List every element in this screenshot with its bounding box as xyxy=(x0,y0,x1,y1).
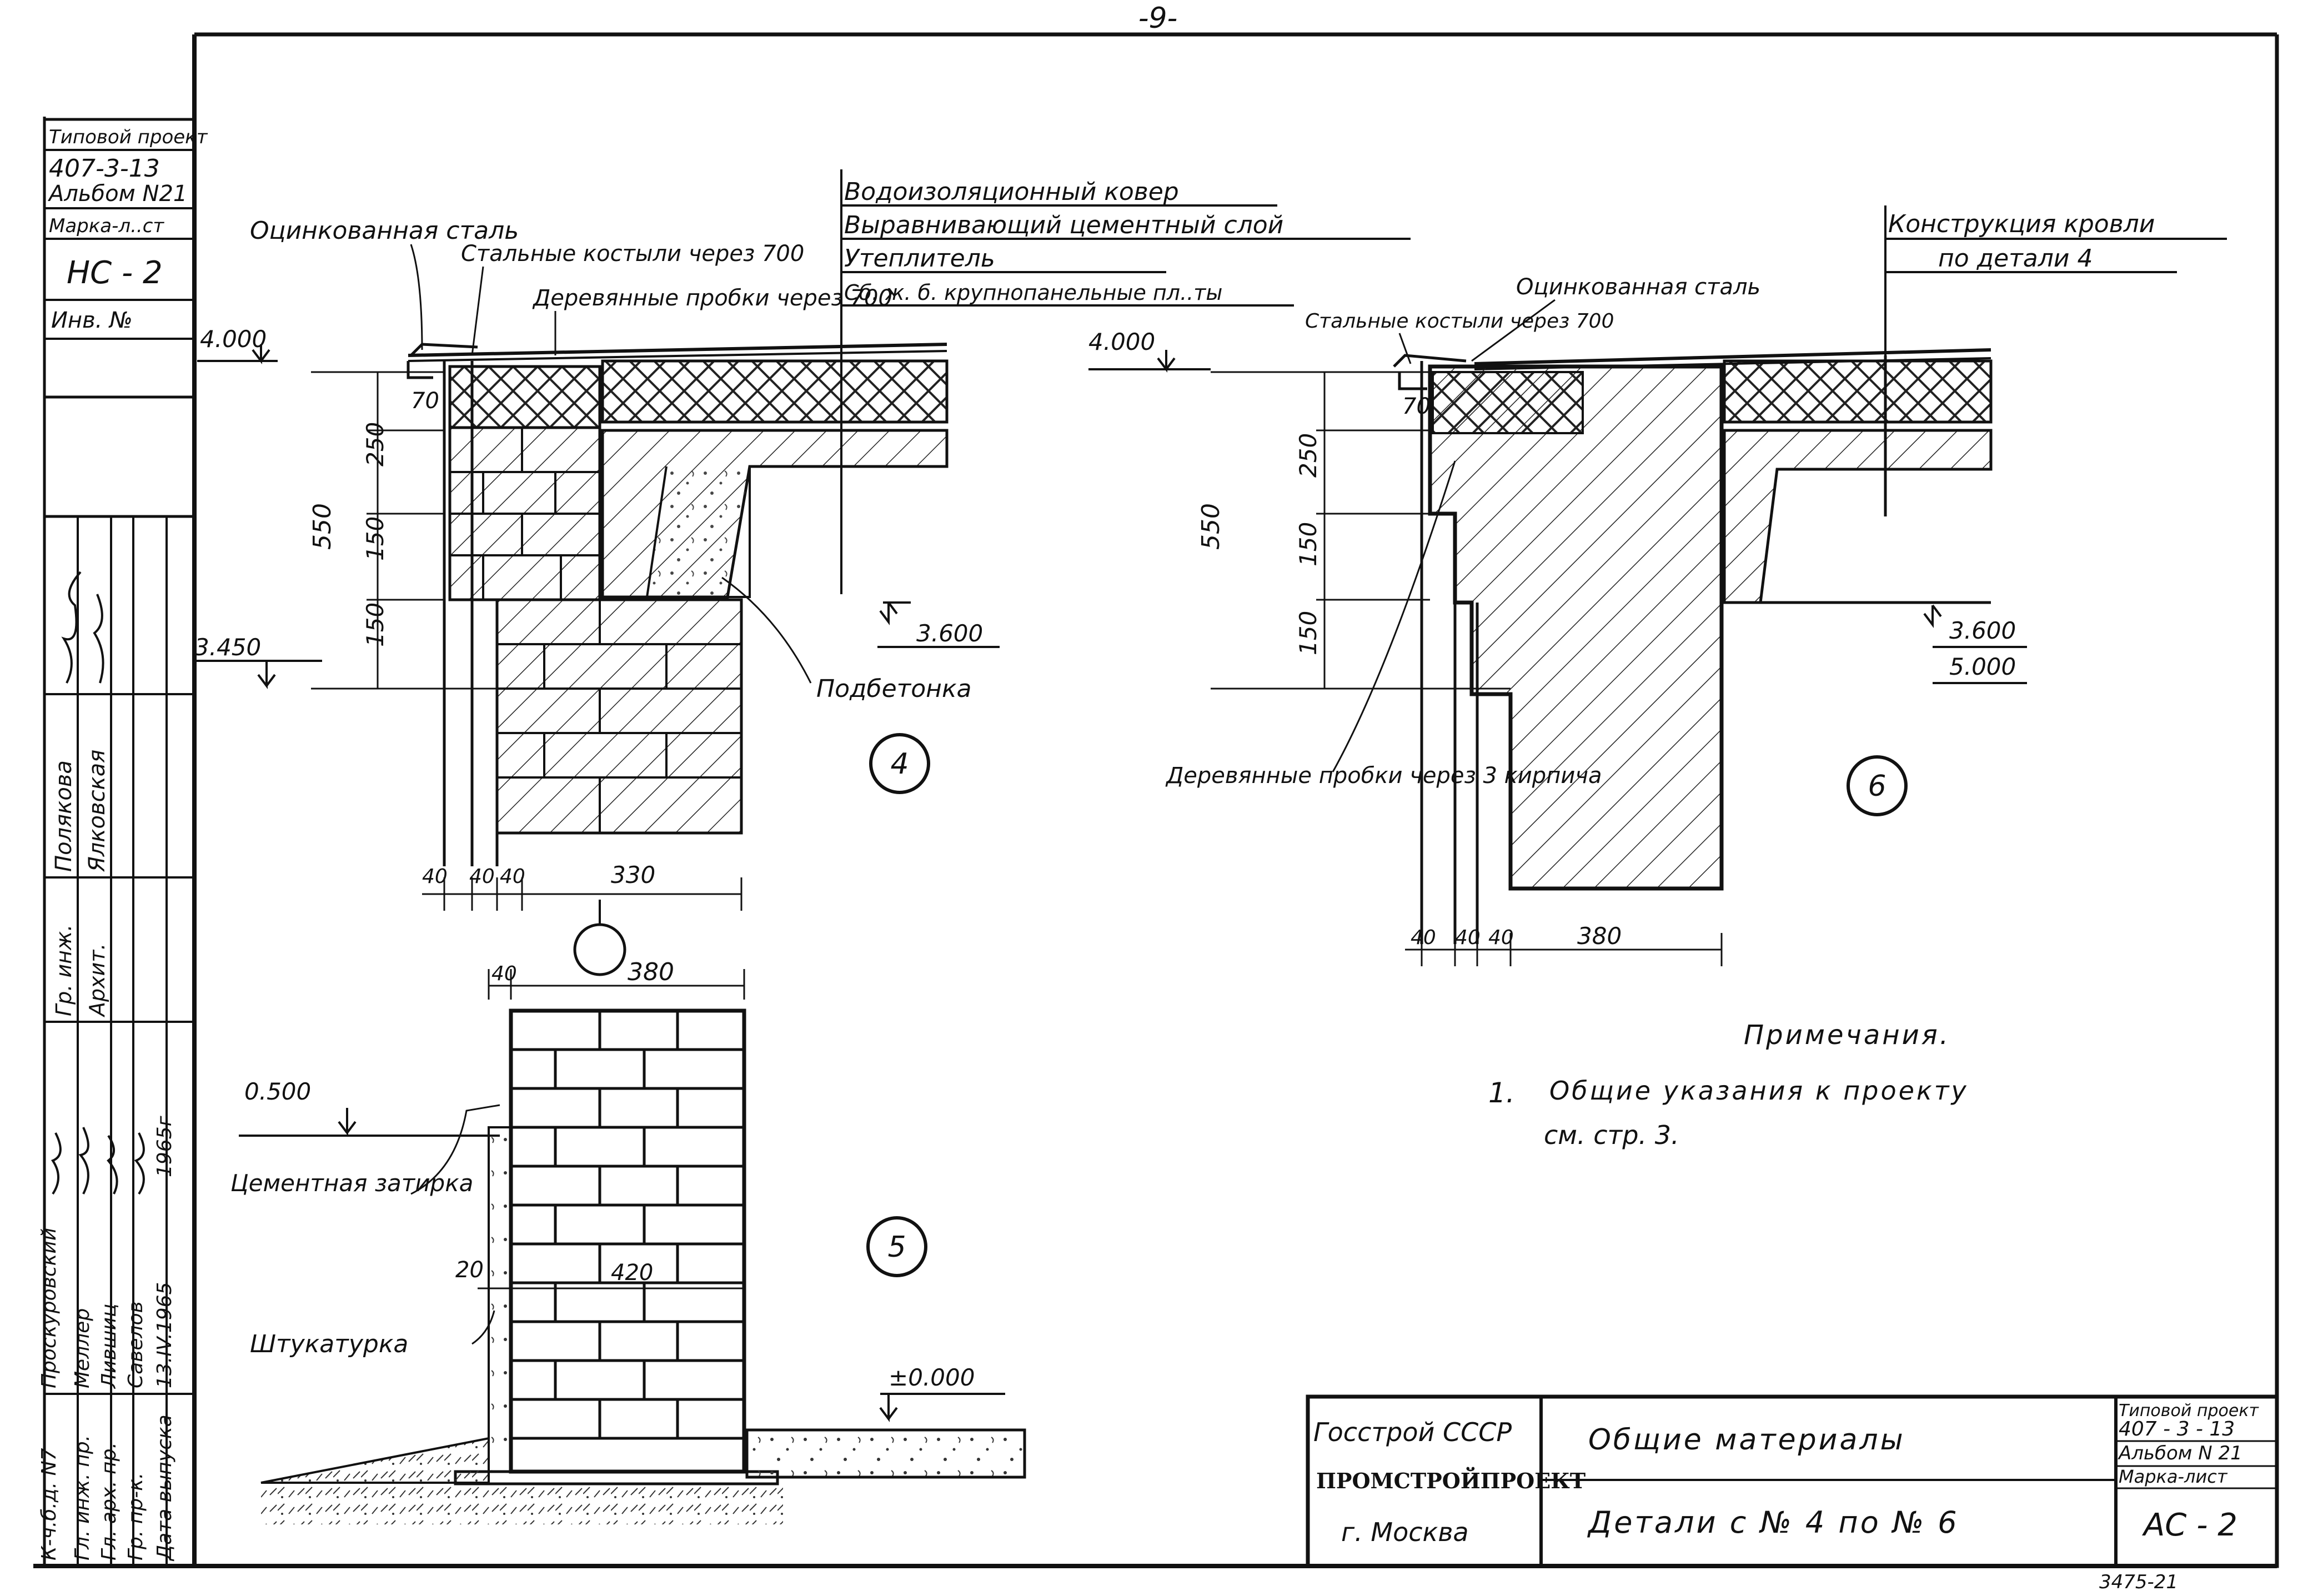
callout-plaster: Штукатурка xyxy=(250,1330,408,1358)
dim-40-c: 40 xyxy=(500,865,525,888)
callout-galvanized-steel: Оцинкованная сталь xyxy=(250,217,519,245)
dim-70: 70 xyxy=(1402,394,1431,419)
name-4: Савелов xyxy=(124,1301,147,1388)
role-upper-2: Архит. xyxy=(85,943,109,1018)
callout-roof-construction: Конструкция кровли xyxy=(1888,210,2155,238)
detail-marker-6-label: 6 xyxy=(1868,770,1886,803)
title-block: Госстрой СССР ПРОМСТРОЙПРОЕКТ г. Москва … xyxy=(1306,1394,2279,1568)
notes-item-line2: см. стр. 3. xyxy=(1544,1120,1679,1150)
name-2: Меллер xyxy=(71,1308,94,1388)
dim-250: 250 xyxy=(362,422,389,466)
name-1: Проскуровский xyxy=(38,1228,61,1388)
name-upper-2: Ялковская xyxy=(84,750,110,872)
dim-40-a: 40 xyxy=(1411,926,1436,949)
elevation-0500: 0.500 xyxy=(244,1078,311,1105)
notes: Примечания. 1. Общие указания к проекту … xyxy=(1488,1020,1969,1150)
stamp-top-left: Типовой проект 407-3-13 Альбом N21 Марка… xyxy=(43,118,208,399)
dim-40-c: 40 xyxy=(1488,926,1514,949)
callout-cement-grout: Цементная затирка xyxy=(230,1170,473,1197)
detail-marker-5 xyxy=(866,1216,927,1277)
layer-slabs: Сб. ж. б. крупнопанельные пл..ты xyxy=(844,280,1222,305)
title-city: г. Москва xyxy=(1341,1517,1469,1547)
callout-concrete-fill: Подбетонка xyxy=(816,675,972,703)
callout-wood-plugs: Деревянные пробки через 700 xyxy=(532,285,892,311)
stamp-project-number: 407-3-13 xyxy=(49,154,160,183)
layer-insulation: Утеплитель xyxy=(844,244,995,273)
role-4: Гр. пр-к. xyxy=(124,1473,147,1560)
name-upper-1: Полякова xyxy=(51,760,77,872)
elevation-3600: 3.600 xyxy=(916,620,983,647)
dim-150-a: 150 xyxy=(1295,522,1322,566)
elevation-5000: 5.000 xyxy=(1949,653,2016,680)
name-5: 13.IV.1965 xyxy=(153,1282,176,1388)
tb-album: Альбом N 21 xyxy=(2118,1442,2242,1464)
role-3: Гл. арх. пр. xyxy=(98,1442,121,1560)
detail-marker-4-label: 4 xyxy=(890,747,909,781)
dim-40-a: 40 xyxy=(422,865,448,888)
role-2: Гл. инж. пр. xyxy=(71,1435,94,1560)
role-upper-1: Гр. инж. xyxy=(52,925,76,1016)
tb-sheet-name: Марка-лист xyxy=(2119,1466,2228,1487)
elevation-4000: 4.000 xyxy=(1088,328,1155,355)
dim-40: 40 xyxy=(491,962,517,985)
name-3: Лившиц xyxy=(98,1303,121,1389)
layer-waterproof: Водоизоляционный ковер xyxy=(844,178,1179,206)
layer-leveling: Выравнивающий цементный слой xyxy=(844,211,1283,239)
tb-project-number: 407 - 3 - 13 xyxy=(2119,1418,2235,1441)
dim-20: 20 xyxy=(455,1257,484,1283)
role-1: К-ч.б.д. N7 xyxy=(38,1448,61,1560)
signature-scribble-upper xyxy=(61,571,104,684)
dim-70: 70 xyxy=(411,388,439,414)
callout-galvanized-steel: Оцинкованная сталь xyxy=(1516,274,1760,300)
title-org2: ПРОМСТРОЙПРОЕКТ xyxy=(1316,1467,1586,1493)
detail-6: 70 250 150 150 550 40 40 40 380 4.000 3.… xyxy=(1088,205,2227,966)
dim-150-b: 150 xyxy=(362,603,389,647)
callout-wood-plugs: Деревянные пробки через 3 кирпича xyxy=(1165,763,1602,789)
tb-project-type: Типовой проект xyxy=(2119,1401,2259,1421)
dim-420: 420 xyxy=(611,1260,653,1286)
detail-4: 4.000 3.450 3.600 70 250 150 150 550 40 … xyxy=(194,169,1411,911)
stamp-sheet-name: Марка-л..ст xyxy=(49,215,164,237)
detail-5: 40 380 20 420 0.500 ±0.000 Цементная зат… xyxy=(230,900,1026,1524)
dim-40-b: 40 xyxy=(469,865,495,888)
notes-heading: Примечания. xyxy=(1744,1020,1950,1051)
tb-sheet-code: АС - 2 xyxy=(2142,1507,2237,1543)
dim-40-b: 40 xyxy=(1455,926,1481,949)
detail-marker-6 xyxy=(1847,755,1908,816)
notes-item-number: 1. xyxy=(1488,1077,1515,1109)
title-line2: Детали с № 4 по № 6 xyxy=(1587,1505,1959,1540)
dim-150-b: 150 xyxy=(1295,611,1322,655)
stamp-sheet-code: НС - 2 xyxy=(67,255,163,291)
dim-330: 330 xyxy=(611,861,655,889)
elevation-4000: 4.000 xyxy=(200,325,267,353)
elevation-0000: ±0.000 xyxy=(889,1364,975,1391)
notes-item-line1: Общие указания к проекту xyxy=(1549,1076,1969,1106)
section-marker-top xyxy=(573,923,626,976)
detail-marker-5-label: 5 xyxy=(887,1231,906,1264)
page-number: -9- xyxy=(1138,2,1178,35)
dim-550: 550 xyxy=(308,503,337,550)
stamp-album: Альбом N21 xyxy=(47,181,187,207)
issue-year: 1965г xyxy=(153,1115,176,1177)
stamp-inventory: Инв. № xyxy=(51,308,133,333)
dim-250: 250 xyxy=(1295,433,1322,478)
callout-steel-crutches: Стальные костыли через 700 xyxy=(1305,310,1614,333)
dim-380: 380 xyxy=(1577,922,1622,950)
elevation-3600: 3.600 xyxy=(1949,617,2016,644)
signature-scribble-lower xyxy=(51,1127,145,1195)
title-line1: Общие материалы xyxy=(1588,1423,1905,1457)
dim-150-a: 150 xyxy=(362,516,389,561)
callout-steel-crutches: Стальные костыли через 700 xyxy=(461,241,804,267)
elevation-3450: 3.450 xyxy=(194,634,261,661)
signature-block: Гр. инж. Архит. Полякова Ялковская К-ч.б… xyxy=(38,515,196,1568)
callout-per-detail: по детали 4 xyxy=(1938,244,2093,273)
detail-marker-4 xyxy=(869,733,930,794)
dim-380: 380 xyxy=(628,958,674,986)
stamp-project-type: Типовой проект xyxy=(49,126,208,148)
dim-550: 550 xyxy=(1197,503,1225,550)
role-5: Дата выпуска xyxy=(153,1414,176,1562)
footer-code: 3475-21 xyxy=(2099,1571,2178,1593)
title-org1: Госстрой СССР xyxy=(1313,1417,1512,1447)
